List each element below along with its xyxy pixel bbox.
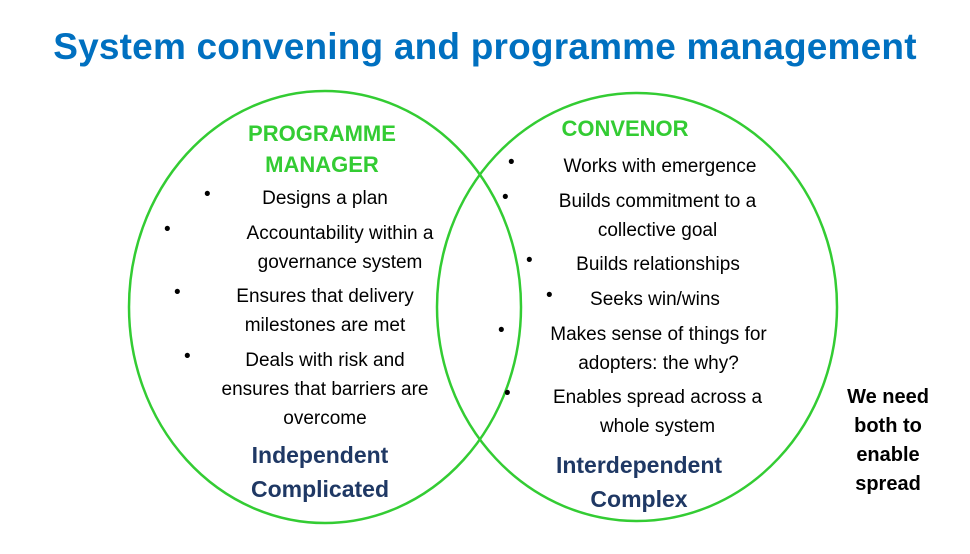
programme-manager-heading: PROGRAMME MANAGER [248,121,396,177]
bullet-dot: • [204,184,211,205]
independent-complicated-label: Independent Complicated [250,442,390,502]
left-circle [127,89,523,525]
bullet-dot: • [502,187,509,208]
bullet-dot: • [526,250,533,271]
bullet-dot: • [164,219,171,240]
convenor-heading: CONVENOR [561,116,689,141]
interdependent-complex-label: Interdependent Complex [555,452,723,512]
bullet-dot: • [174,282,181,303]
bullet-dot: • [504,383,511,404]
side-note: We need both to enable spread [847,386,929,495]
diagram-title: System convening and programme managemen… [53,26,917,67]
bullet-dot: • [184,346,191,367]
bullet-dot: • [508,152,515,173]
bullet-dot: • [546,285,553,306]
right-circle [435,91,839,523]
bullet-dot: • [498,320,505,341]
